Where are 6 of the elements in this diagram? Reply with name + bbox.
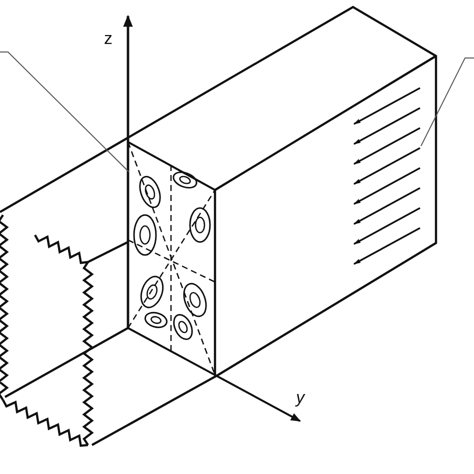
leader-line <box>0 52 130 172</box>
flow-arrows-drawing <box>353 87 420 265</box>
axis-label: z <box>104 30 112 48</box>
cross-section-drawing <box>127 140 216 377</box>
leader-line <box>420 58 474 146</box>
axis-label: y <box>296 389 304 407</box>
